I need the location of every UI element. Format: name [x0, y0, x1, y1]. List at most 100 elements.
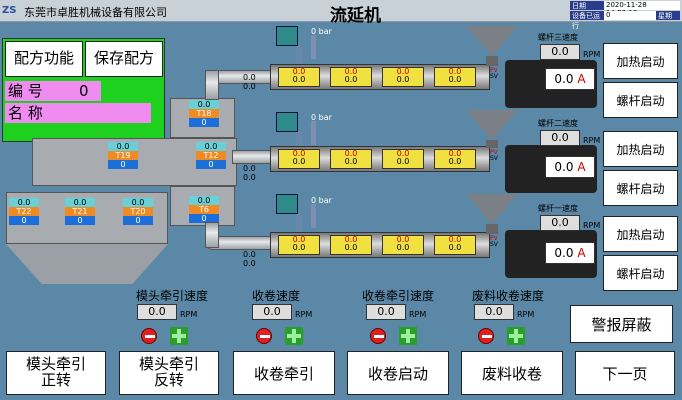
winding-pull-button[interactable]: 收卷牵引 [233, 351, 335, 395]
screw-start-button-3[interactable]: 螺杆启动 [603, 255, 678, 291]
screw-speed-1[interactable]: 0.0 [540, 44, 580, 60]
t20-top: 0.0 [123, 198, 153, 207]
zone-3-4-sv: 0.0 [448, 243, 462, 252]
extruder-3-side-val-2: 0.0 [243, 259, 256, 268]
winding-start-button[interactable]: 收卷启动 [347, 351, 449, 395]
die-lip [6, 244, 168, 284]
pressure-sensor-2 [276, 112, 298, 132]
zone-2-4-pv: 0.0 [448, 149, 462, 158]
winding-pull-minus-icon[interactable] [370, 328, 386, 344]
recipe-function-button[interactable]: 配方功能 [5, 41, 83, 77]
current-display-2: 0.0 A [545, 156, 595, 178]
zone-3-2-sv: 0.0 [344, 243, 358, 252]
speed-unit-die: RPM [180, 310, 198, 319]
speed-value-winding-pull[interactable]: 0.0 [366, 304, 406, 320]
t6-top: 0.0 [189, 196, 219, 205]
hopper-neck-1 [486, 56, 498, 66]
runtime-label: 设备已运行 [570, 11, 604, 30]
speed-unit-winding: RPM [295, 310, 313, 319]
waste-winding-button[interactable]: 废料收卷 [461, 351, 563, 395]
screw-start-button-2[interactable]: 螺杆启动 [603, 170, 678, 206]
winding-speed-plus-icon[interactable] [285, 327, 303, 345]
speed-value-winding[interactable]: 0.0 [252, 304, 292, 320]
pressure-3: 0 bar [311, 196, 332, 205]
pressure-gauge-2 [311, 121, 316, 145]
die-speed-minus-icon[interactable] [141, 328, 157, 344]
heat-start-button-1[interactable]: 加热启动 [603, 43, 678, 79]
heat-start-button-2[interactable]: 加热启动 [603, 131, 678, 167]
zone-2-3-sv: 0.0 [396, 157, 410, 166]
recipe-panel: 配方功能 保存配方 编 号 0 名 称 [2, 38, 165, 142]
speed-unit-winding-pull: RPM [409, 310, 427, 319]
runtime-value: 0 [604, 11, 656, 20]
screw-speed-2[interactable]: 0.0 [540, 130, 580, 146]
recipe-number-label: 编 号 [8, 82, 43, 100]
zone-1-4-pv: 0.0 [448, 67, 462, 76]
t19-tag: T19 [108, 151, 138, 160]
waste-speed-plus-icon[interactable] [507, 327, 525, 345]
pressure-gauge-1 [311, 35, 316, 59]
next-page-button[interactable]: 下一页 [575, 351, 675, 395]
winding-speed-minus-icon[interactable] [256, 328, 272, 344]
screw-rpm-2: RPM [583, 136, 601, 145]
speed-value-waste[interactable]: 0.0 [474, 304, 514, 320]
sv-label-1: SV [490, 73, 498, 80]
speed-value-die[interactable]: 0.0 [137, 304, 177, 320]
pressure-probe-1 [296, 46, 302, 64]
save-recipe-button[interactable]: 保存配方 [85, 41, 163, 77]
t12-tag: T12 [196, 151, 226, 160]
recipe-number-row[interactable]: 编 号 0 [5, 81, 101, 101]
extruder-3-side-val-1: 0.0 [243, 250, 256, 259]
zone-3-3-pv: 0.0 [396, 235, 410, 244]
die-speed-plus-icon[interactable] [170, 327, 188, 345]
hopper-3 [466, 194, 518, 224]
pv-label-1: PV [490, 67, 498, 74]
extruder-1-side-val-1: 0.0 [243, 73, 256, 82]
winding-pull-plus-icon[interactable] [399, 327, 417, 345]
zone-1-4-sv: 0.0 [448, 75, 462, 84]
page-title: 流延机 [330, 6, 381, 26]
sv-label-2: SV [490, 155, 498, 162]
current-value-3: 0.0 [554, 246, 574, 260]
pressure-1: 0 bar [311, 27, 332, 36]
date-value: 2020-11-28 14:52:13 [604, 1, 680, 17]
t18-tag: T18 [189, 109, 219, 118]
t22-tag: T22 [9, 207, 39, 216]
screw-speed-label-3: 螺杆一速度 [538, 204, 578, 213]
header-bar [0, 0, 682, 22]
screw-start-button-1[interactable]: 螺杆启动 [603, 82, 678, 118]
waste-speed-minus-icon[interactable] [478, 328, 494, 344]
heat-start-button-3[interactable]: 加热启动 [603, 216, 678, 252]
zone-2-1-sv: 0.0 [292, 157, 306, 166]
pv-label-2: PV [490, 149, 498, 156]
hopper-1 [466, 26, 518, 56]
current-unit-3: A [577, 246, 586, 260]
die-forward-button[interactable]: 模头牵引 正转 [6, 351, 106, 395]
t20-tag: T20 [123, 207, 153, 216]
speed-label-winding-pull: 收卷牵引速度 [362, 289, 435, 303]
zone-3-1-pv: 0.0 [292, 235, 306, 244]
speed-unit-waste: RPM [517, 310, 535, 319]
zone-3-4-pv: 0.0 [448, 235, 462, 244]
melt-pipe-1-down [205, 70, 219, 100]
alarm-mask-button[interactable]: 警报屏蔽 [570, 305, 673, 343]
recipe-name-row[interactable]: 名 称 [5, 103, 151, 123]
temp-cell-t6: 0.0 T6 0 [189, 196, 219, 223]
t21-bot: 0 [65, 216, 95, 225]
speed-label-waste: 废料收卷速度 [472, 289, 545, 303]
die-reverse-button[interactable]: 模头牵引 反转 [119, 351, 219, 395]
date-label: 日期 [570, 1, 604, 10]
die-forward-label-1: 模头牵引 [25, 355, 86, 373]
pressure-sensor-3 [276, 194, 298, 214]
current-display-1: 0.0 A [545, 68, 595, 90]
screw-speed-3[interactable]: 0.0 [540, 215, 580, 231]
company-name: 东莞市卓胜机械设备有限公司 [24, 6, 167, 19]
temp-cell-t22: 0.0 T22 0 [9, 198, 39, 225]
extruder-1-side-val-2: 0.0 [243, 82, 256, 91]
t19-bot: 0 [108, 160, 138, 169]
